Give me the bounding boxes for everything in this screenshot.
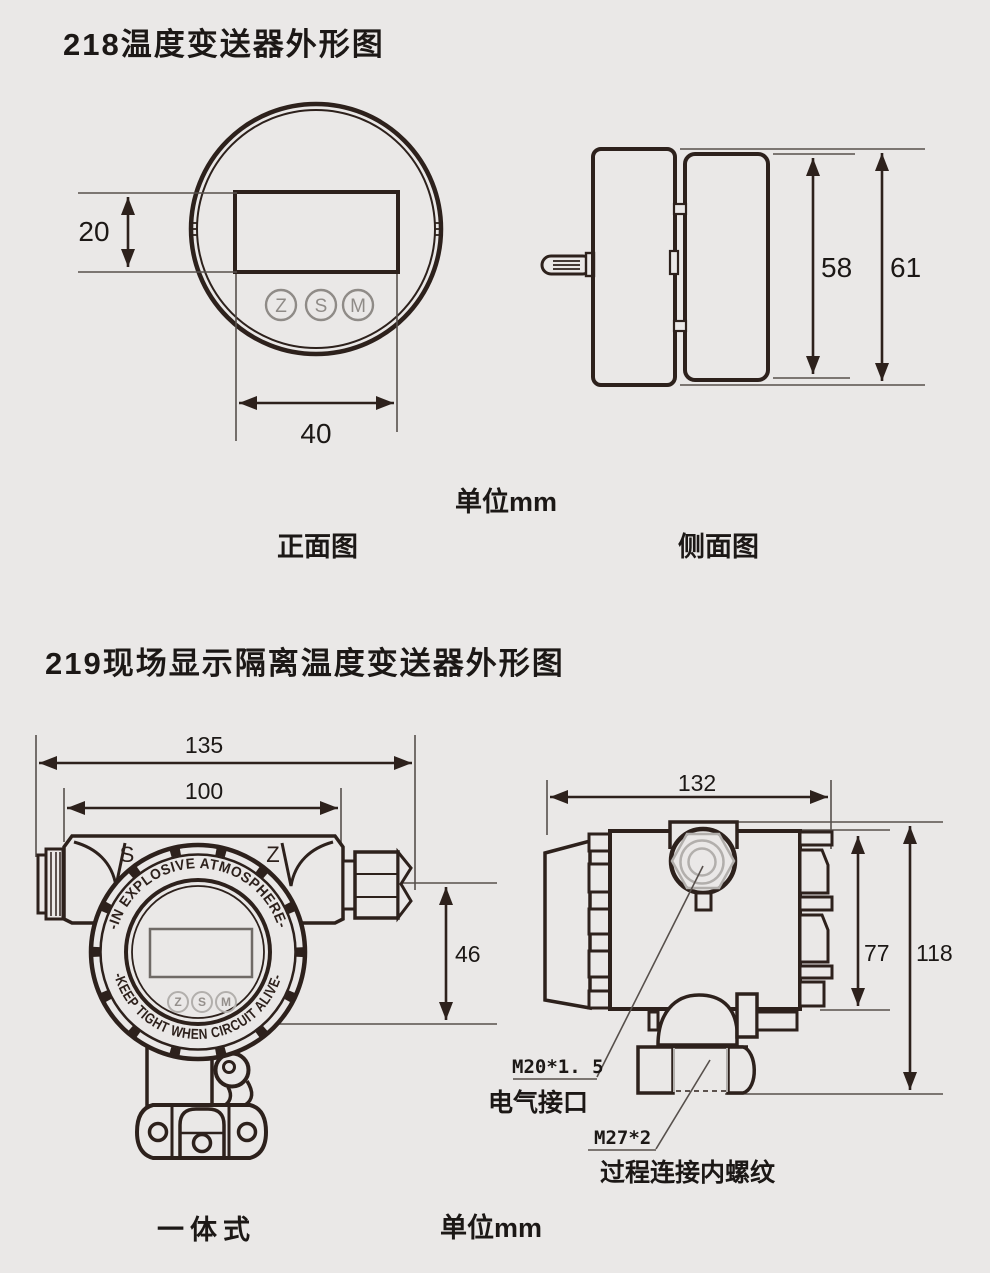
m-button-label: M xyxy=(350,296,366,317)
bracket-hole-center xyxy=(191,1132,213,1154)
process-connection-nut xyxy=(636,1045,756,1095)
z-button-label-219: Z xyxy=(174,995,181,1009)
housing-mark-z: Z xyxy=(266,842,279,867)
dim-135: 135 xyxy=(185,732,223,758)
unit-label-218: 单位mm xyxy=(455,486,557,517)
bracket-base xyxy=(134,1103,269,1160)
electrical-thread-label: M20*1. 5 xyxy=(512,1056,604,1078)
housing-front xyxy=(683,152,770,382)
zero-button xyxy=(264,288,298,322)
dim-132: 132 xyxy=(678,770,716,796)
section-218: 218温度变送器外形图 Z S M 20 xyxy=(63,27,925,562)
dim-40: 40 xyxy=(300,418,331,449)
process-thread-label: M27*2 xyxy=(594,1127,651,1149)
dim-46: 46 xyxy=(455,941,481,967)
side-view-219-drawing: 132 77 118 xyxy=(488,770,953,1187)
span-button-219 xyxy=(191,991,213,1013)
side-view-label: 侧面图 xyxy=(678,532,759,562)
dim-61: 61 xyxy=(890,252,921,283)
section-218-title: 218温度变送器外形图 xyxy=(63,27,385,62)
bracket-hole-right xyxy=(236,1121,258,1143)
process-connection-label: 过程连接内螺纹 xyxy=(600,1159,776,1187)
mode-button xyxy=(341,288,375,322)
electrical-interface-label: 电气接口 xyxy=(488,1088,588,1117)
dim-20: 20 xyxy=(78,216,109,247)
z-button-label: Z xyxy=(275,296,287,317)
span-button xyxy=(304,288,338,322)
right-cable-gland xyxy=(341,847,413,923)
display-bezel: -IN EXPLOSIVE ATMOSPHERE- -KEEP TIGHT WH… xyxy=(88,842,308,1062)
side-view-218-drawing: 58 61 xyxy=(540,147,925,387)
front-view-label: 正面图 xyxy=(277,532,358,562)
rear-cap xyxy=(543,838,592,1011)
housing-mark-s: S xyxy=(120,842,135,867)
dim-77: 77 xyxy=(864,940,890,966)
circle-hatch-marks xyxy=(189,222,443,236)
dim-100: 100 xyxy=(185,778,223,804)
section-219-title: 219现场显示隔离温度变送器外形图 xyxy=(45,646,565,681)
lcd-display xyxy=(233,190,400,274)
heat-fins xyxy=(798,830,834,1008)
zero-button-219 xyxy=(167,991,189,1013)
integrated-view-219-drawing: 135 100 46 S Z xyxy=(35,732,497,1160)
bezel-serrations xyxy=(91,845,305,1059)
dim-58: 58 xyxy=(821,252,852,283)
front-view-218-drawing: Z S M 20 40 xyxy=(78,101,444,449)
left-cable-gland xyxy=(36,847,65,921)
s-button-label: S xyxy=(315,296,328,317)
s-button-label-219: S xyxy=(198,995,206,1009)
section-219: 219现场显示隔离温度变送器外形图 135 100 46 S Z xyxy=(35,646,953,1245)
unit-label-219: 单位mm xyxy=(440,1212,542,1243)
housing-back xyxy=(591,147,677,387)
dim-118: 118 xyxy=(916,940,953,966)
mode-button-219 xyxy=(215,991,237,1013)
mounting-bracket xyxy=(134,1044,269,1160)
lcd-display-219 xyxy=(148,927,254,979)
bracket-hole-left xyxy=(147,1121,169,1143)
m-button-label-219: M xyxy=(221,995,231,1009)
integrated-type-label: 一体式 xyxy=(157,1215,256,1245)
